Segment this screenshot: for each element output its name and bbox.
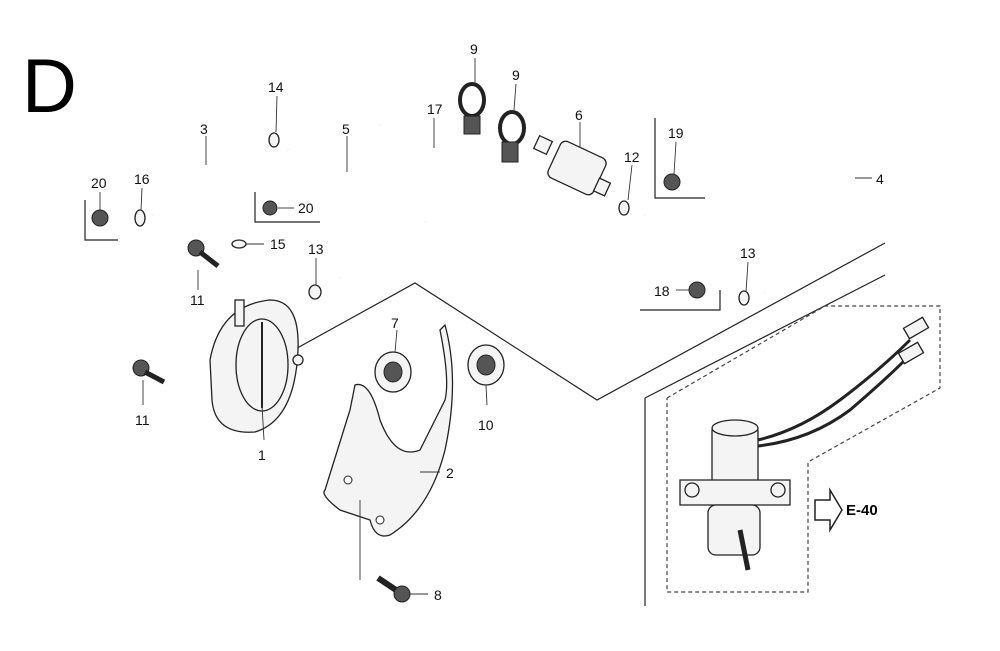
callout-9b: 9: [512, 67, 520, 83]
clip-13b: [738, 290, 750, 306]
group-bracket-18: [640, 290, 721, 311]
bolt-8: [376, 575, 411, 603]
hose-4: [642, 134, 862, 300]
callout-17: 17: [427, 101, 443, 117]
callout-11a: 11: [190, 292, 205, 308]
bracket-2: [323, 323, 454, 537]
electric-pump-assembly: [679, 316, 930, 571]
pump-body-1: [209, 299, 304, 433]
callout-6: 6: [575, 107, 583, 123]
callout-14: 14: [268, 79, 284, 95]
leader-13b: [745, 261, 749, 293]
clip-14: [268, 132, 280, 148]
reference-arrow: [814, 487, 843, 533]
callout-20a: 20: [91, 175, 107, 191]
callout-5: 5: [342, 121, 350, 137]
callout-11b: 11: [135, 412, 150, 428]
boundary-line-diagonal: [644, 274, 886, 399]
reference-label: E-40: [846, 502, 878, 519]
callout-8: 8: [434, 587, 442, 603]
leader-16: [140, 187, 143, 211]
callout-13a: 13: [308, 241, 324, 257]
callout-10: 10: [478, 417, 494, 433]
callout-13b: 13: [740, 245, 756, 261]
clip-16: [134, 209, 146, 227]
callout-1: 1: [258, 447, 266, 463]
callout-16: 16: [134, 171, 150, 187]
grommet-7: [374, 351, 412, 393]
callout-12: 12: [624, 149, 640, 165]
callout-20b: 20: [298, 200, 314, 216]
leader-9b: [513, 83, 517, 111]
callout-19: 19: [668, 125, 684, 141]
leader-12: [627, 164, 633, 201]
clamp-9a: [458, 82, 486, 135]
leader-10: [485, 384, 488, 406]
hose-5: [284, 144, 395, 285]
group-bracket-20a: [84, 200, 118, 241]
leader-7: [394, 329, 398, 353]
callout-18: 18: [654, 283, 670, 299]
clip-13a: [308, 284, 322, 300]
group-bracket-19: [654, 118, 705, 199]
section-letter: D: [22, 44, 77, 129]
callout-15: 15: [270, 236, 286, 252]
boundary-line: [289, 242, 886, 401]
group-bracket-20b: [254, 192, 320, 223]
grommet-10: [467, 344, 505, 386]
clip-12: [618, 200, 630, 216]
clamp-9b: [498, 110, 526, 163]
leader-1: [261, 404, 265, 441]
pump-assembly-box: [666, 305, 941, 593]
callout-3: 3: [200, 121, 208, 137]
hose-3: [147, 158, 245, 246]
clamp-19: [663, 173, 681, 191]
bolt-11a: [187, 239, 220, 268]
hose-17: [376, 118, 481, 229]
callout-2: 2: [446, 465, 454, 481]
fuel-filter-6: [532, 134, 612, 197]
clamp-20a: [91, 209, 109, 227]
callout-9a: 9: [470, 41, 478, 57]
leader-14: [275, 95, 278, 133]
callout-4: 4: [876, 171, 884, 187]
callout-7: 7: [391, 315, 399, 331]
clip-15: [231, 239, 247, 249]
leader-19: [673, 141, 677, 175]
clamp-20b: [262, 200, 278, 216]
bolt-11b: [132, 359, 166, 385]
clamp-18: [688, 281, 706, 299]
